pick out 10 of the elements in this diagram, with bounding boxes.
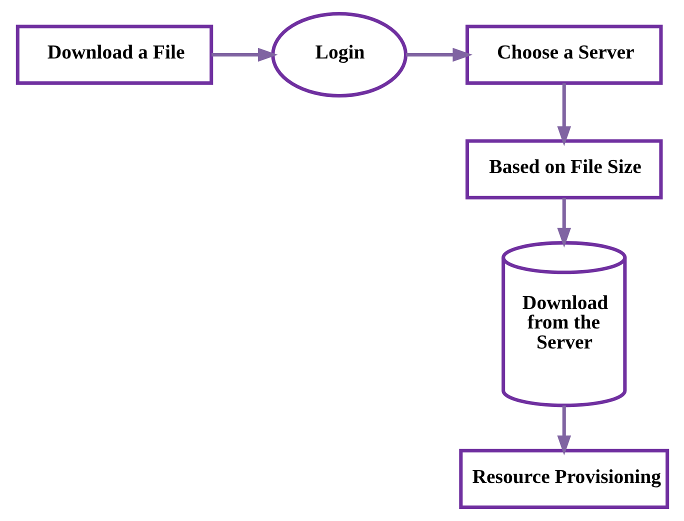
arrow <box>211 48 278 62</box>
node-box: Choose a Server <box>465 24 662 85</box>
node-box: Resource Provisioning <box>458 448 669 509</box>
node-ellipse: Login <box>270 12 408 98</box>
node-box: Download a File <box>15 24 213 85</box>
arrow <box>556 198 571 248</box>
arrow <box>556 406 571 456</box>
arrow <box>406 48 472 62</box>
node-box: Based on File Size <box>465 139 662 200</box>
arrow <box>556 83 571 146</box>
